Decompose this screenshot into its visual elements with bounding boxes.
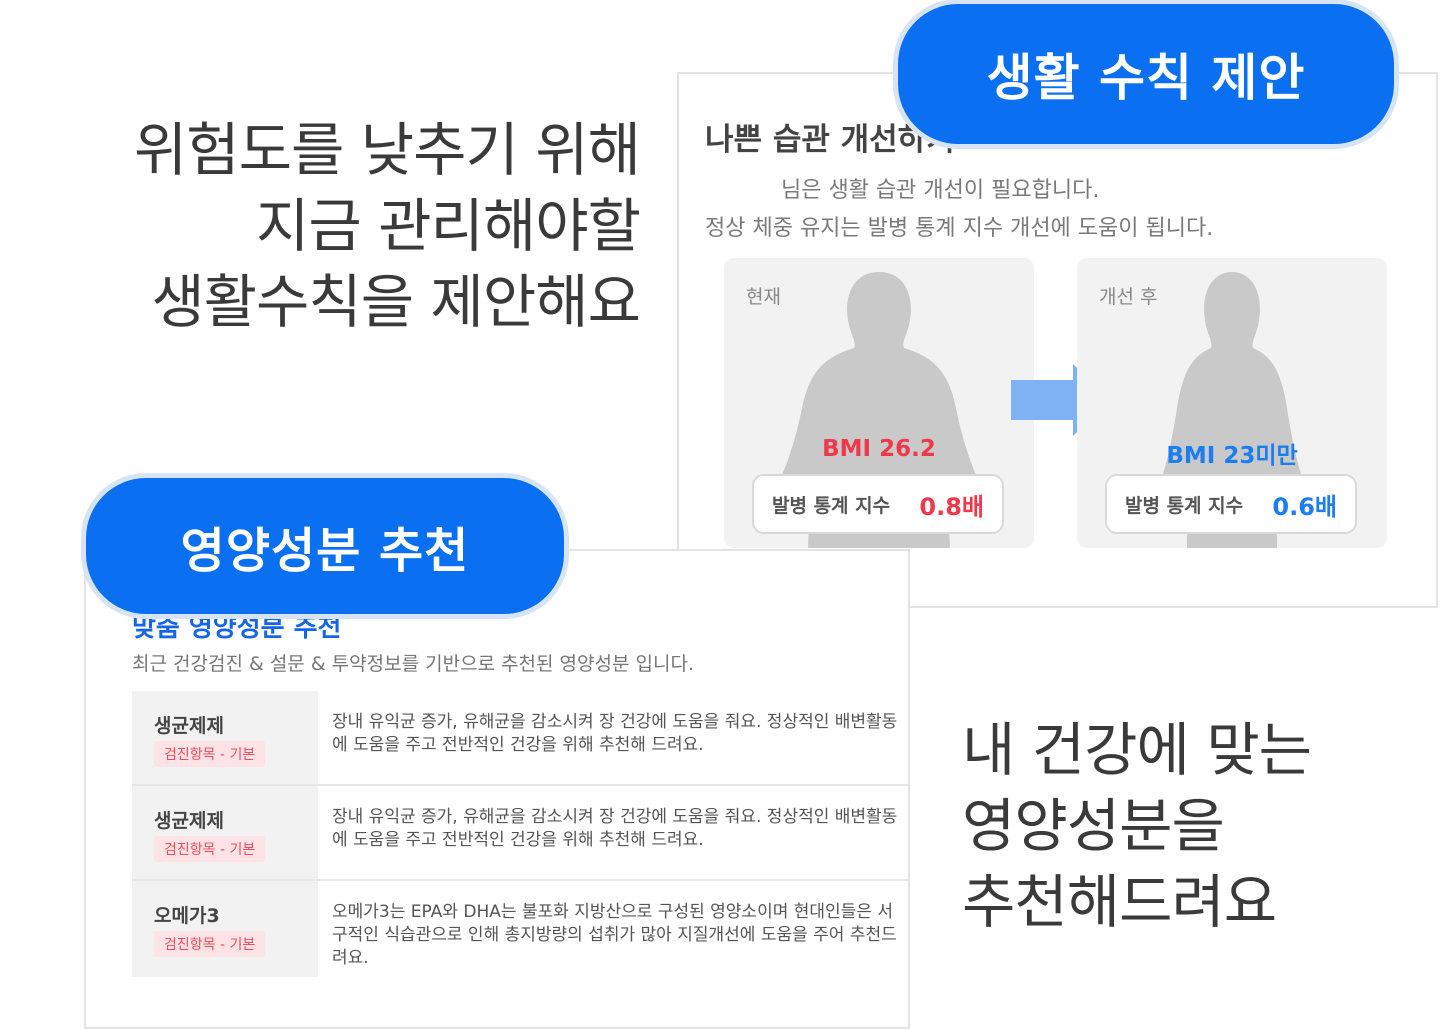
nutrient-description: 오메가3는 EPA와 DHA는 불포화 지방산으로 구성된 영양소이며 현대인들…	[332, 902, 897, 968]
nutrition-card-desc: 최근 건강검진 & 설문 & 투약정보를 기반으로 추천된 영양성분 입니다.	[132, 653, 694, 675]
desc-line: 정상 체중 유지는 발병 통계 지수 개선에 도움이 됩니다.	[705, 216, 1214, 241]
nutrient-name: 생균제제	[154, 715, 224, 737]
lifestyle-card-desc: 님은 생활 습관 개선이 필요합니다. 정상 체중 유지는 발병 통계 지수 개…	[705, 172, 1213, 248]
stat-value: 0.6배	[1272, 492, 1337, 521]
before-panel: 현재 BMI 26.2 발병 통계 지수 0.8배	[724, 258, 1034, 548]
headline-line: 추천해드려요	[962, 868, 1277, 936]
nutrient-description: 장내 유익균 증가, 유해균을 감소시켜 장 건강에 도움을 줘요. 정상적인 …	[332, 807, 898, 850]
after-label: 개선 후	[1099, 286, 1158, 308]
before-label: 현재	[746, 286, 781, 308]
headline-line: 생활수칙을 제안해요	[151, 268, 641, 336]
nutrient-name: 오메가3	[154, 905, 220, 927]
nutrient-tag: 검진항목 - 기본	[154, 836, 266, 862]
after-panel: 개선 후 BMI 23미만 발병 통계 지수 0.6배	[1077, 258, 1387, 548]
stat-label: 발병 통계 지수	[1125, 494, 1244, 517]
nutrient-tag: 검진항목 - 기본	[154, 931, 266, 957]
nutrient-tag: 검진항목 - 기본	[154, 741, 266, 767]
after-bmi: BMI 23미만	[1166, 443, 1298, 469]
before-stat-box: 발병 통계 지수 0.8배	[752, 474, 1004, 534]
nutrient-name-cell	[132, 881, 318, 977]
lifestyle-headline: 위험도를 낮추기 위해 지금 관리해야할 생활수칙을 제안해요	[100, 112, 641, 340]
stat-value: 0.8배	[919, 492, 984, 521]
nutrient-row[interactable]: 생균제제 검진항목 - 기본 장내 유익균 증가, 유해균을 감소시켜 장 건강…	[132, 691, 908, 786]
lifestyle-card-title: 나쁜 습관 개선하기	[705, 122, 955, 158]
nutrition-card-title: 맞춤 영양성분 추천	[132, 613, 342, 643]
stat-label: 발병 통계 지수	[772, 494, 891, 517]
headline-line: 위험도를 낮추기 위해	[133, 116, 641, 184]
nutrient-row[interactable]: 생균제제 검진항목 - 기본 장내 유익균 증가, 유해균을 감소시켜 장 건강…	[132, 786, 908, 881]
headline-line: 지금 관리해야할	[256, 192, 641, 260]
nutrition-card: 맞춤 영양성분 추천 최근 건강검진 & 설문 & 투약정보를 기반으로 추천된…	[84, 549, 910, 1029]
nutrition-badge: 영양성분 추천	[86, 478, 564, 614]
desc-line: 님은 생활 습관 개선이 필요합니다.	[781, 178, 1100, 203]
nutrient-name: 생균제제	[154, 810, 224, 832]
lifestyle-badge: 생활 수칙 제안	[898, 4, 1394, 144]
after-stat-box: 발병 통계 지수 0.6배	[1105, 474, 1357, 534]
nutrient-name-cell	[132, 786, 318, 879]
nutrition-headline: 내 건강에 맞는 영양성분을 추천해드려요	[962, 712, 1312, 940]
nutrient-name-cell	[132, 691, 318, 784]
lifestyle-card: 나쁜 습관 개선하기 님은 생활 습관 개선이 필요합니다. 정상 체중 유지는…	[677, 72, 1438, 608]
nutrient-description: 장내 유익균 증가, 유해균을 감소시켜 장 건강에 도움을 줘요. 정상적인 …	[332, 712, 898, 755]
headline-line: 내 건강에 맞는	[962, 716, 1312, 784]
nutrient-row[interactable]: 오메가3 검진항목 - 기본 오메가3는 EPA와 DHA는 불포화 지방산으로…	[132, 881, 908, 977]
nutrient-list: 생균제제 검진항목 - 기본 장내 유익균 증가, 유해균을 감소시켜 장 건강…	[132, 691, 908, 977]
headline-line: 영양성분을	[962, 792, 1225, 860]
before-bmi: BMI 26.2	[822, 436, 936, 462]
